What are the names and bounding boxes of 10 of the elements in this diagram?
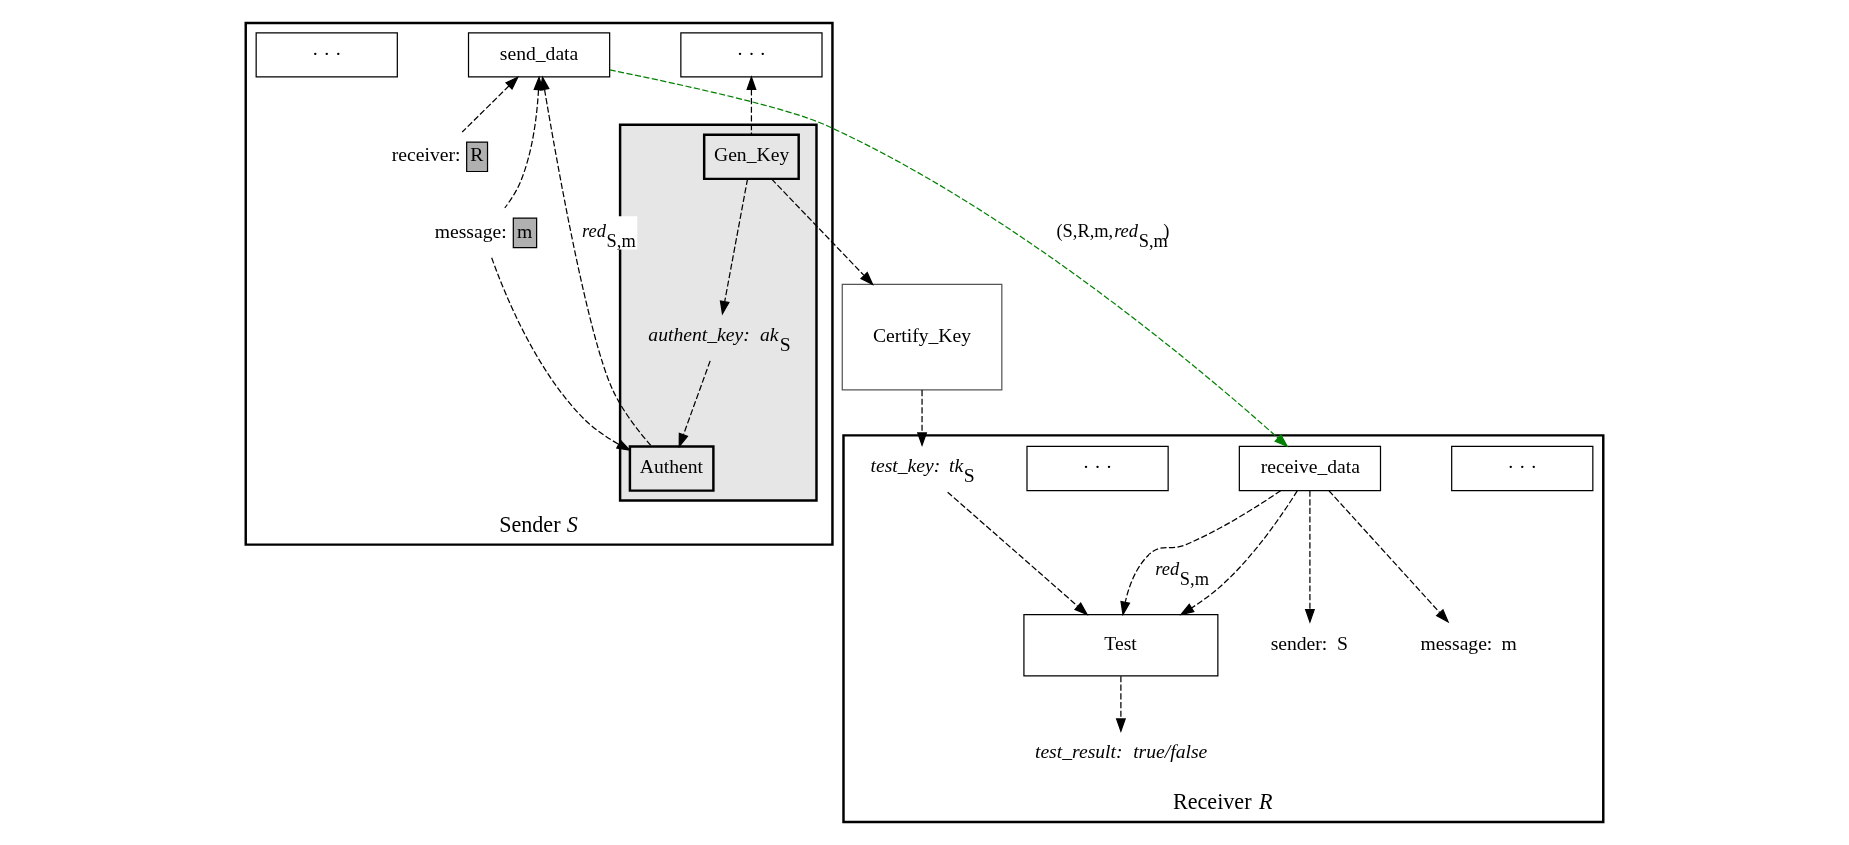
node-label: authent_key: xyxy=(648,323,750,345)
node-label: message: xyxy=(1420,632,1493,654)
node-label: test_result: xyxy=(1034,740,1123,762)
node-label: sender: xyxy=(1270,632,1328,654)
node-text: m xyxy=(1501,632,1517,654)
node-label: message: xyxy=(434,220,507,242)
node-text: true/false xyxy=(1133,740,1208,762)
node-label: receiver: xyxy=(391,144,461,166)
node-text: S xyxy=(1336,632,1348,654)
node-label: test_key: xyxy=(870,454,941,476)
